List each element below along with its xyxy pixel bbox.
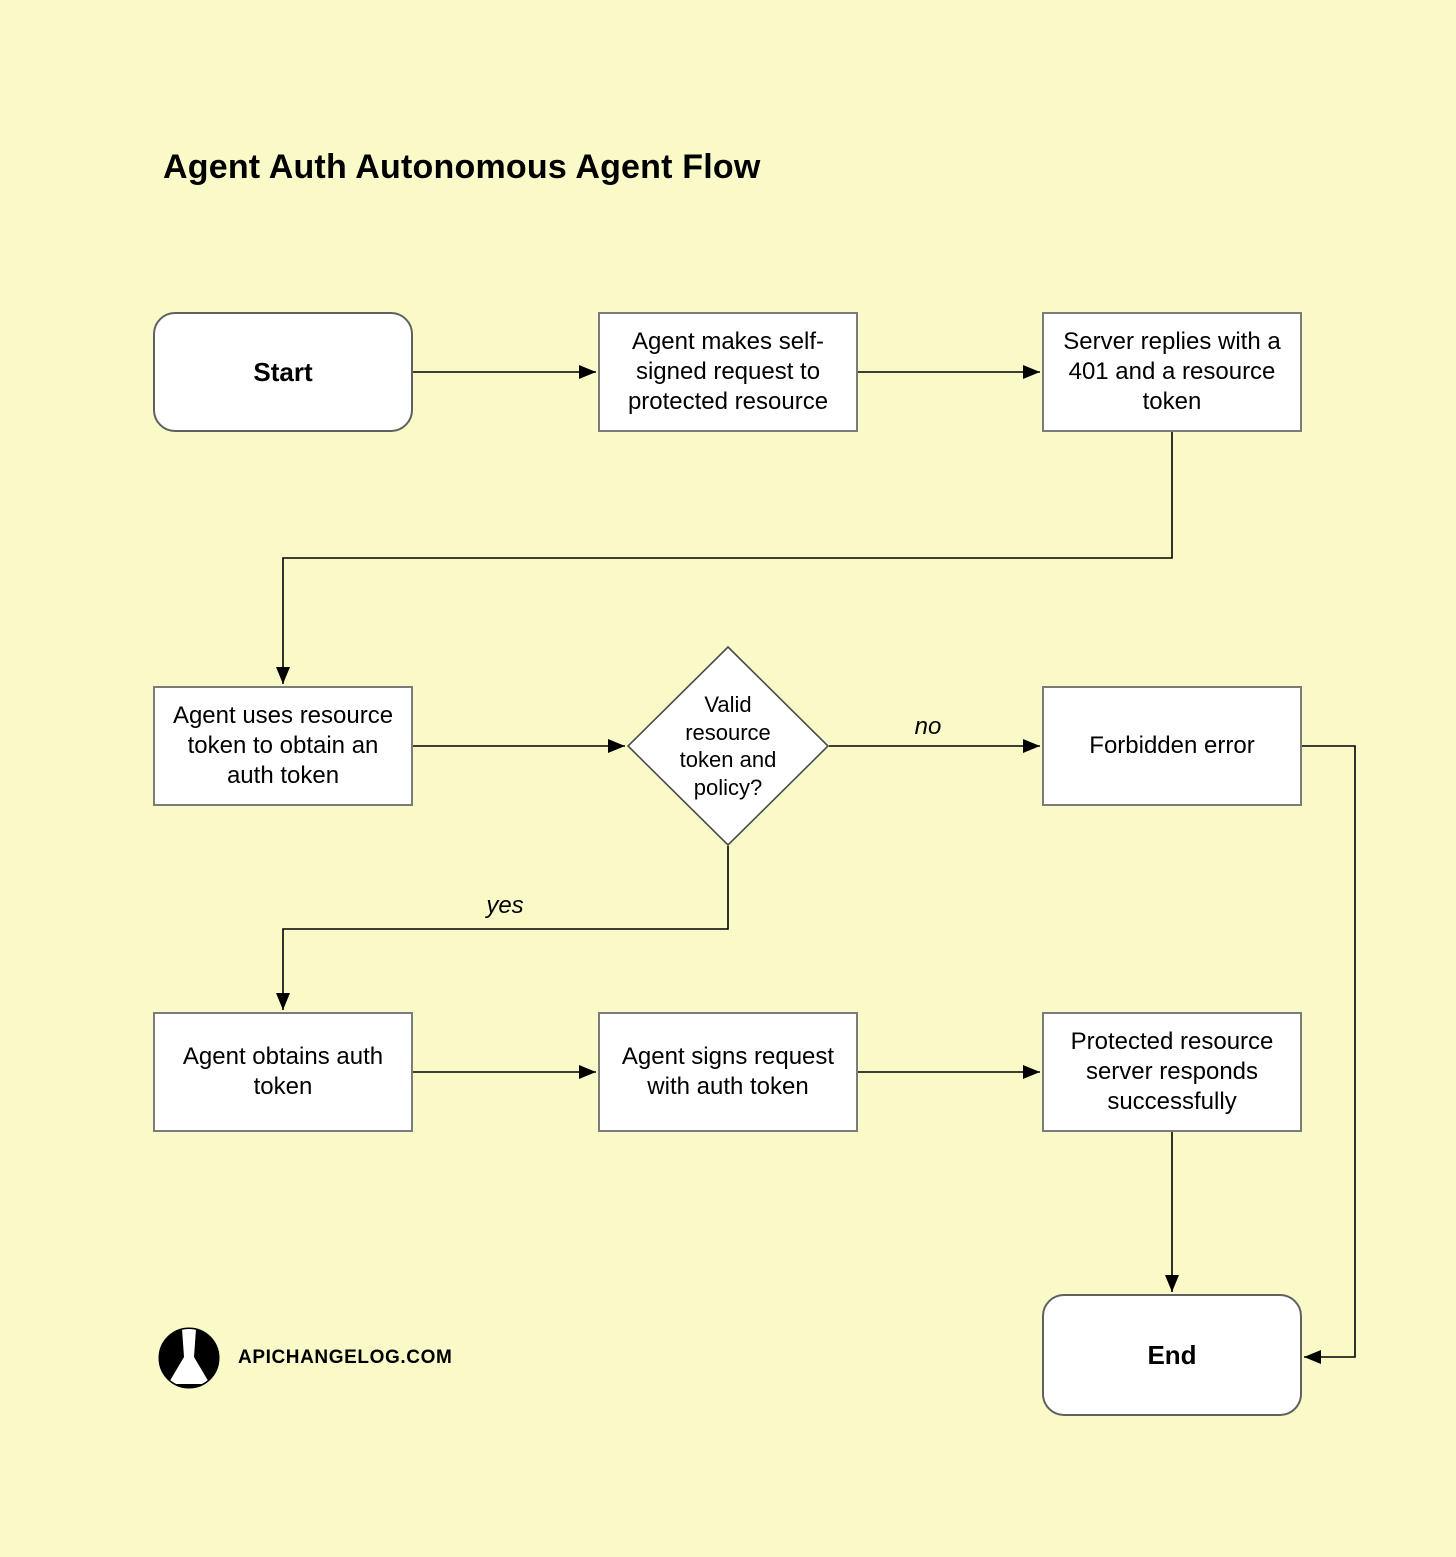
edge-forbidden-to-end — [1302, 745, 1356, 1364]
node-self-signed-request: Agent makes self-signed request to prote… — [598, 312, 858, 432]
page-title: Agent Auth Autonomous Agent Flow — [163, 148, 761, 186]
node-agent-signs-request: Agent signs request with auth token — [598, 1012, 858, 1132]
edge-label-no: no — [914, 713, 942, 740]
node-agent-obtains-token: Agent obtains auth token — [153, 1012, 413, 1132]
node-protected-server-responds: Protected resource server responds succe… — [1042, 1012, 1302, 1132]
edge-label-yes: yes — [486, 892, 524, 919]
footer-brand-text: APICHANGELOG.COM — [238, 1347, 453, 1368]
node-server-replies-401: Server replies with a 401 and a resource… — [1042, 312, 1302, 432]
node-decision-valid-token: Valid resource token and policy? — [627, 646, 829, 846]
node-start: Start — [153, 312, 413, 432]
apichangelog-logo-icon — [158, 1327, 220, 1389]
decision-diamond-shape — [627, 646, 829, 846]
node-forbidden-error: Forbidden error — [1042, 686, 1302, 806]
decision-label: Valid resource token and policy? — [679, 692, 777, 800]
edge-decision-yes-to-obtain — [276, 846, 729, 1010]
node-end: End — [1042, 1294, 1302, 1416]
footer-brand: APICHANGELOG.COM — [157, 1326, 452, 1390]
node-use-resource-token: Agent uses resource token to obtain an a… — [153, 686, 413, 806]
